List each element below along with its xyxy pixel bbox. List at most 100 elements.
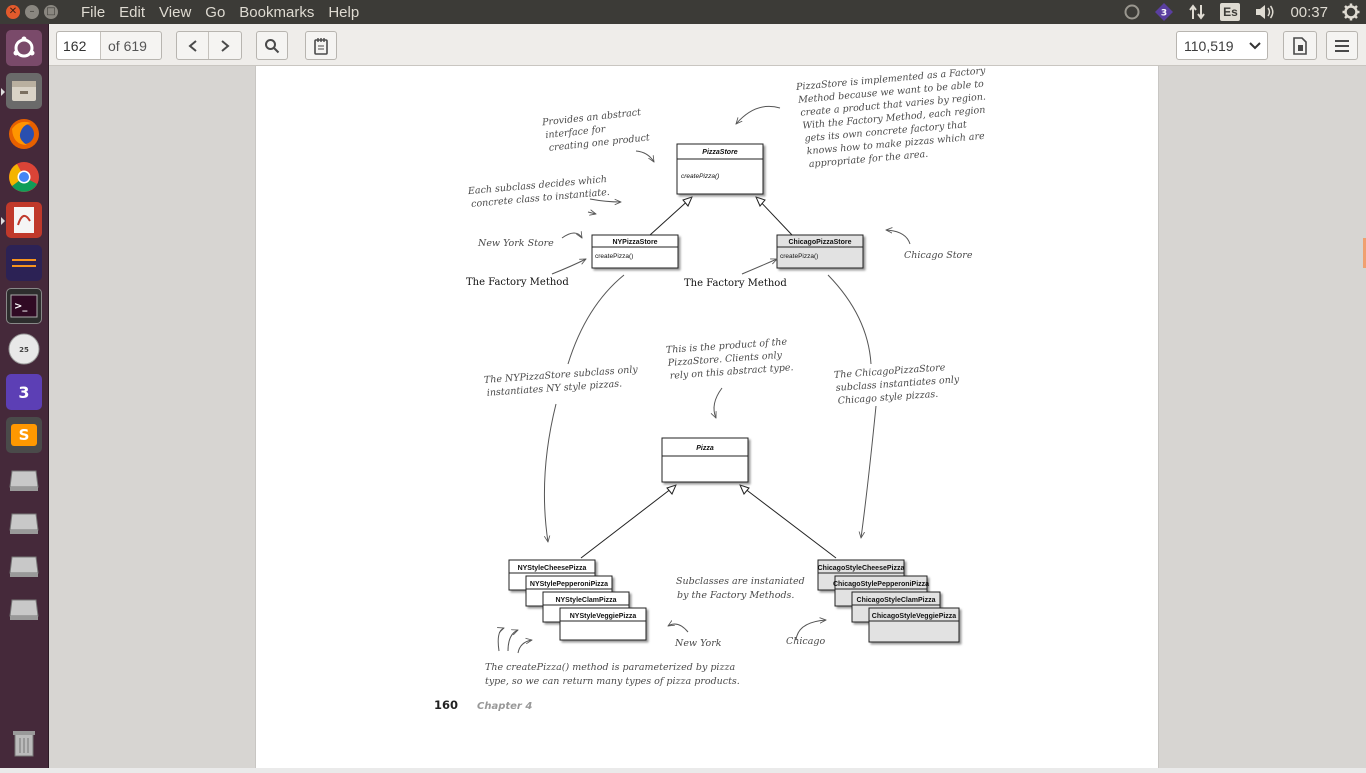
page-number-input[interactable] (57, 32, 101, 59)
class-title: NYStylePepperoniPizza (530, 581, 608, 588)
previous-page-button[interactable] (177, 32, 209, 59)
menu-file[interactable]: File (81, 3, 106, 21)
note-chicago-store: Chicago Store (904, 250, 973, 261)
sublime-text-icon[interactable]: S (6, 417, 42, 453)
inheritance-arrowhead (666, 484, 677, 495)
class-title: NYStyleCheesePizza (518, 565, 587, 572)
maximize-icon[interactable]: □ (44, 5, 58, 19)
drive-icon[interactable] (6, 589, 42, 625)
class-title: PizzaStore (702, 149, 738, 156)
gear-icon[interactable] (1342, 3, 1360, 21)
volume-icon[interactable] (1254, 3, 1276, 21)
drive-icon[interactable] (6, 546, 42, 582)
disk-label: 25 (19, 346, 29, 354)
note-each-subclass: Each subclass decides which concrete cla… (467, 174, 611, 210)
keyboard-layout-indicator[interactable]: Es (1220, 3, 1241, 21)
launcher: >_ 25 3 S (0, 24, 49, 768)
diamond-3-icon[interactable]: 3 (1154, 2, 1174, 22)
class-nypizzastore: NYPizzaStore createPizza() (591, 234, 679, 269)
search-button[interactable] (256, 31, 288, 60)
note-subclasses-instantiated: Subclasses are instaniated by the Factor… (676, 576, 805, 601)
search-icon (265, 38, 280, 53)
ny-pizza-classes: NYStyleCheesePizza NYStylePepperoniPizza… (508, 559, 647, 641)
page-total: of 619 (108, 37, 147, 54)
class-chicagopizzastore: ChicagoPizzaStore createPizza() (776, 234, 864, 269)
document-icon (1293, 36, 1307, 55)
document-view[interactable]: PizzaStore createPizza() NYPizzaStore cr… (49, 65, 1366, 768)
app-3-icon[interactable]: 3 (6, 374, 42, 410)
top-menu-bar: ✕ – □ File Edit View Go Bookmarks Help 3… (0, 0, 1366, 24)
class-title: NYStyleClamPizza (555, 597, 616, 604)
factory-method-diagram: PizzaStore createPizza() NYPizzaStore cr… (434, 65, 987, 712)
class-method: createPizza() (595, 253, 633, 260)
drive-icon[interactable] (6, 503, 42, 539)
menu-go[interactable]: Go (205, 3, 226, 21)
inheritance-line (739, 484, 837, 559)
class-pizza: Pizza (661, 437, 749, 483)
next-page-button[interactable] (209, 32, 241, 59)
menu-bookmarks[interactable]: Bookmarks (239, 3, 315, 21)
menu-button[interactable] (1326, 31, 1358, 60)
chevron-down-icon (1249, 41, 1261, 49)
app-3-label: 3 (18, 382, 30, 402)
close-icon[interactable]: ✕ (6, 5, 20, 19)
drive-icon[interactable] (6, 460, 42, 496)
menu-help[interactable]: Help (328, 3, 360, 21)
class-title: ChicagoStylePepperoniPizza (833, 581, 929, 588)
label-factory-method-left: The Factory Method (466, 277, 569, 288)
running-indicator (1, 217, 5, 225)
ubuntu-dash-icon[interactable] (6, 30, 42, 66)
chrome-icon[interactable] (6, 159, 42, 195)
annotations-button[interactable] (305, 31, 337, 60)
class-title: ChicagoStyleVeggiePizza (872, 613, 957, 620)
note-line: by the Factory Methods. (677, 590, 794, 601)
page-selector: of 619 (56, 31, 162, 60)
class-title: ChicagoStyleClamPizza (857, 597, 936, 604)
scroll-position-indicator[interactable] (1363, 238, 1366, 268)
window-controls: ✕ – □ (6, 5, 58, 19)
class-method: createPizza() (780, 253, 818, 260)
running-indicator (1, 88, 5, 96)
inheritance-arrowhead (682, 196, 693, 207)
menu-edit[interactable]: Edit (119, 3, 146, 21)
files-icon[interactable] (6, 73, 42, 109)
note-line: Subclasses are instaniated (676, 576, 805, 587)
zoom-select[interactable]: 110,519 (1176, 31, 1268, 60)
document-properties-button[interactable] (1283, 31, 1317, 60)
circle-status-icon[interactable] (1124, 4, 1140, 20)
chicago-pizza-classes: ChicagoStyleCheesePizza ChicagoStylePepp… (817, 559, 960, 643)
firefox-icon[interactable] (6, 116, 42, 152)
network-arrows-icon[interactable] (1188, 3, 1206, 21)
note-line: The createPizza() method is parameterize… (485, 662, 735, 673)
note-product: This is the product of the PizzaStore. C… (666, 337, 794, 382)
eclipse-icon[interactable] (6, 245, 42, 281)
page-nav-group (176, 31, 242, 60)
zoom-value: 110,519 (1184, 37, 1234, 54)
minimize-icon[interactable]: – (25, 5, 39, 19)
system-indicators: 3 Es 00:37 (1124, 0, 1360, 24)
terminal-icon[interactable]: >_ (6, 288, 42, 324)
class-title: ChicagoPizzaStore (788, 239, 851, 246)
trash-icon[interactable] (6, 724, 42, 760)
class-title: NYStyleVeggiePizza (570, 613, 637, 620)
keyboard-layout-label: Es (1223, 5, 1238, 19)
class-pizzastore: PizzaStore createPizza() (676, 143, 764, 195)
label-factory-method-right: The Factory Method (684, 278, 787, 289)
chevron-right-icon (221, 39, 230, 52)
note-parameterized: The createPizza() method is parameterize… (485, 662, 740, 687)
disk-icon[interactable]: 25 (6, 331, 42, 367)
viewer-toolbar: of 619 110,519 (49, 24, 1366, 66)
pdf-viewer-icon[interactable] (6, 202, 42, 238)
note-abstract-interface: Provides an abstract interface for creat… (541, 107, 651, 154)
class-title: Pizza (696, 445, 714, 452)
clock[interactable]: 00:37 (1290, 3, 1328, 21)
class-method: createPizza() (681, 173, 719, 180)
inheritance-line (649, 196, 693, 236)
note-new-york-store: New York Store (477, 238, 554, 249)
menu-view[interactable]: View (159, 3, 192, 21)
note-line: type, so we can return many types of piz… (485, 676, 740, 687)
page-number: 160 (434, 698, 458, 712)
note-pizzastore-factory: PizzaStore is implemented as a Factory M… (795, 65, 987, 170)
inheritance-arrowhead (755, 196, 766, 207)
sublime-text-badge: S (11, 424, 37, 446)
